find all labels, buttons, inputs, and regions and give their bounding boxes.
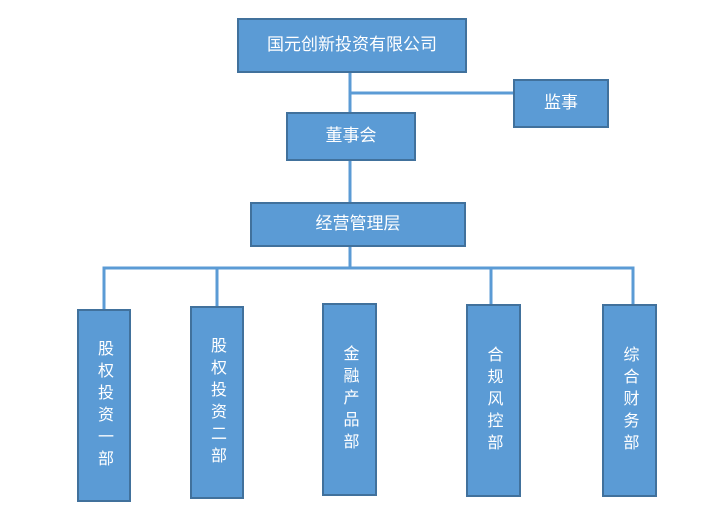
department-box-equity-1: 股权投资一部 (77, 309, 131, 502)
department-box-general-finance: 综合财务部 (602, 304, 657, 497)
department-label: 股权投资一部 (95, 339, 114, 472)
company-label: 国元创新投资有限公司 (267, 35, 437, 55)
management-box: 经营管理层 (250, 202, 466, 247)
department-label: 合规风控部 (484, 345, 504, 456)
department-label: 综合财务部 (620, 345, 640, 456)
department-box-compliance-risk: 合规风控部 (466, 304, 521, 497)
company-box: 国元创新投资有限公司 (237, 18, 467, 73)
department-box-equity-2: 股权投资二部 (190, 306, 244, 499)
board-label: 董事会 (325, 126, 377, 146)
department-label: 股权投资二部 (208, 336, 227, 469)
supervisor-label: 监事 (544, 93, 578, 113)
department-label: 金融产品部 (340, 344, 360, 455)
supervisor-box: 监事 (513, 79, 609, 128)
management-label: 经营管理层 (315, 214, 401, 234)
department-box-financial-products: 金融产品部 (322, 303, 377, 496)
board-box: 董事会 (286, 112, 416, 161)
